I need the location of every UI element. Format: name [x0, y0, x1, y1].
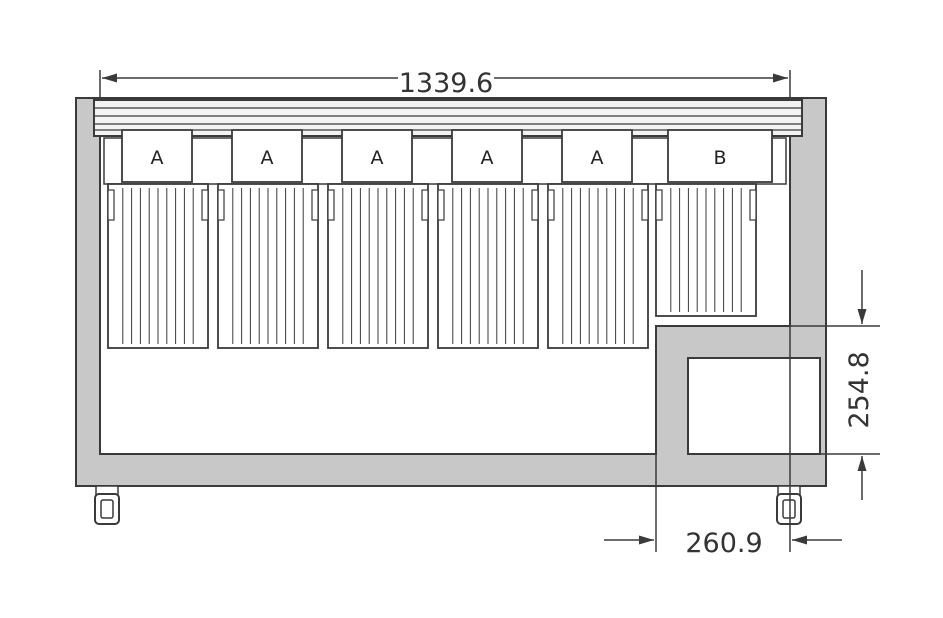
basket-handle-left	[547, 189, 555, 221]
basket-handle-right	[421, 189, 429, 221]
basket-handle-right	[641, 189, 649, 221]
basket-1: A	[107, 129, 209, 349]
basket-handle-left	[107, 189, 115, 221]
basket-handle-right	[749, 189, 757, 221]
basket-label: B	[713, 147, 726, 169]
basket-6: B	[655, 129, 773, 317]
caster-wheel-right	[776, 485, 802, 525]
compressor-box	[687, 357, 821, 455]
basket-label-tab	[561, 129, 633, 183]
basket-handle-left	[217, 189, 225, 221]
basket-label-tab	[121, 129, 193, 183]
compressor-width-label: 260.9	[685, 528, 762, 559]
overall-width-label: 1339.6	[399, 68, 493, 99]
basket-handle-left	[437, 189, 445, 221]
overall-width-dimension: 1339.6	[99, 68, 791, 99]
basket-label: A	[591, 147, 604, 169]
compressor-width-dimension: 260.9	[604, 326, 842, 559]
basket-label: A	[481, 147, 494, 169]
basket-label: A	[261, 147, 274, 169]
compressor-height-dimension: 254.8	[656, 270, 880, 500]
compressor-height-label: 254.8	[844, 351, 875, 428]
basket-handle-right	[201, 189, 209, 221]
basket-3: A	[327, 129, 429, 349]
basket-handle-left	[655, 189, 663, 221]
basket-label: A	[371, 147, 384, 169]
basket-label: A	[151, 147, 164, 169]
basket-handle-right	[311, 189, 319, 221]
basket-4: A	[437, 129, 539, 349]
caster-wheel-left	[94, 485, 120, 525]
basket-5: A	[547, 129, 649, 349]
basket-label-tab	[451, 129, 523, 183]
basket-handle-right	[531, 189, 539, 221]
basket-label-tab	[667, 129, 773, 183]
basket-handle-left	[327, 189, 335, 221]
basket-label-tab	[231, 129, 303, 183]
basket-label-tab	[341, 129, 413, 183]
basket-2: A	[217, 129, 319, 349]
